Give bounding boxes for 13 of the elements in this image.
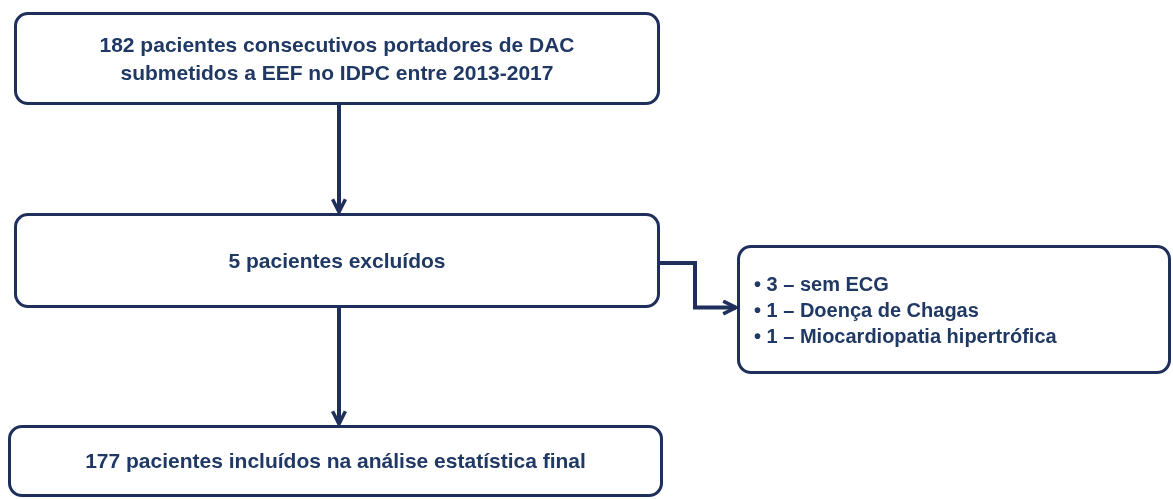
process-box xyxy=(14,12,660,105)
list-box xyxy=(737,245,1171,374)
arrow xyxy=(660,261,738,316)
arrow xyxy=(330,308,348,426)
process-box xyxy=(8,425,663,497)
box-text: 182 pacientes consecutivos portadores de DAC submetidos a EEF no IDPC entre 2013-2017 xyxy=(98,32,576,86)
box-text: 5 pacientes excluídos xyxy=(228,247,446,274)
list-item-text: • 1 – Doença de Chagas xyxy=(754,297,979,323)
box-text: 177 pacientes incluídos na análise estatística final xyxy=(85,448,586,475)
list-item-text: • 1 – Miocardiopatia hipertrófica xyxy=(754,323,1057,349)
process-box xyxy=(14,213,660,308)
arrow xyxy=(330,105,348,214)
list-item-text: • 3 – sem ECG xyxy=(754,271,889,297)
